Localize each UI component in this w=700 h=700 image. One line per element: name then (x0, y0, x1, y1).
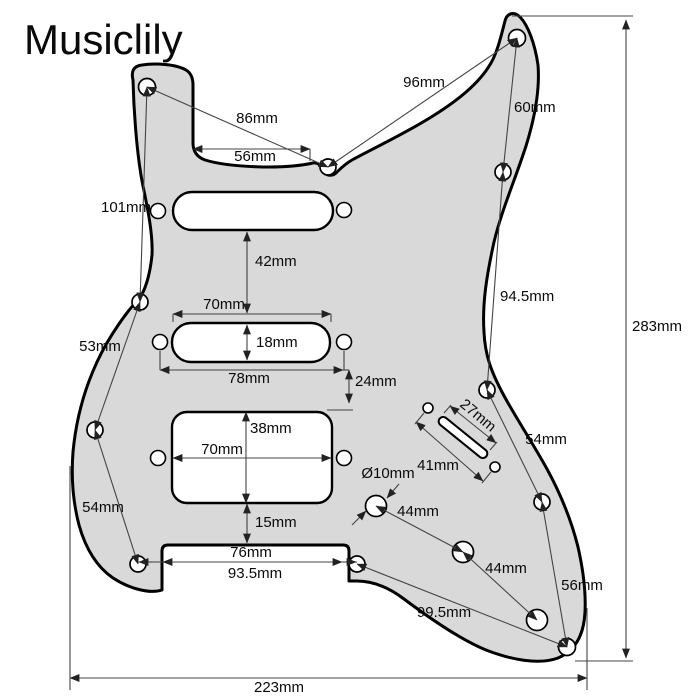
dim-line-44-upper (375, 505, 464, 553)
dim-label-18: 18mm (256, 334, 298, 351)
neck-pickup-cutout (171, 190, 335, 232)
dim-label-93-5: 93.5mm (228, 565, 282, 582)
dim-label-54-right: 54mm (525, 431, 567, 448)
dim-line-60 (500, 37, 520, 173)
dim-label-60: 60mm (514, 99, 556, 116)
dim-line-27 (449, 405, 497, 444)
dim-line-86 (146, 86, 329, 168)
dim-label-15: 15mm (255, 514, 297, 531)
screw-hole (149, 202, 167, 220)
dim-label-99-5: 99.5mm (417, 604, 471, 621)
dim-label-42: 42mm (255, 253, 297, 270)
dim-leader-d10b (351, 510, 367, 526)
dim-label-76: 76mm (230, 544, 272, 561)
dim-label-38: 38mm (250, 420, 292, 437)
dim-line-101 (136, 86, 151, 303)
dim-line-94-5 (483, 171, 507, 391)
switch-screw-hole (489, 461, 501, 473)
dim-label-283: 283mm (632, 318, 682, 335)
screw-hole (335, 449, 353, 467)
dim-label-d10: Ø10mm (361, 465, 414, 482)
switch-screw-hole (422, 402, 434, 414)
dim-label-94-5: 94.5mm (500, 288, 554, 305)
dim-line-96 (327, 37, 518, 168)
screw-hole (335, 333, 353, 351)
dim-line-53 (94, 301, 141, 431)
brand-logo: Musiclily (24, 16, 183, 63)
dim-label-70-mid: 70mm (203, 296, 245, 313)
dim-label-54-left: 54mm (82, 499, 124, 516)
dim-label-101: 101mm (101, 199, 151, 216)
dim-line-54-left (94, 429, 139, 565)
dim-label-96: 96mm (403, 74, 445, 91)
dim-label-78: 78mm (228, 370, 270, 387)
dim-label-56-top: 56mm (234, 148, 276, 165)
dim-label-41: 41mm (417, 457, 459, 474)
dim-label-70-hb: 70mm (201, 441, 243, 458)
dim-label-44-upper: 44mm (397, 503, 439, 520)
middle-pickup-cutout (170, 321, 332, 364)
dim-line-44-lower (462, 551, 538, 621)
dimension-lines (69, 15, 633, 690)
screw-hole (149, 449, 167, 467)
screw-hole (335, 201, 353, 219)
dim-label-223: 223mm (254, 679, 304, 696)
dim-label-53: 53mm (79, 338, 121, 355)
dim-label-56-bottom: 56mm (561, 577, 603, 594)
dim-line-41 (415, 421, 484, 482)
dim-label-44-lower: 44mm (485, 560, 527, 577)
dim-line-99-5 (356, 563, 568, 648)
dim-label-86: 86mm (236, 110, 278, 127)
dim-label-24: 24mm (355, 373, 397, 390)
dim-leader-d10a (386, 483, 400, 499)
screw-hole (151, 333, 169, 351)
